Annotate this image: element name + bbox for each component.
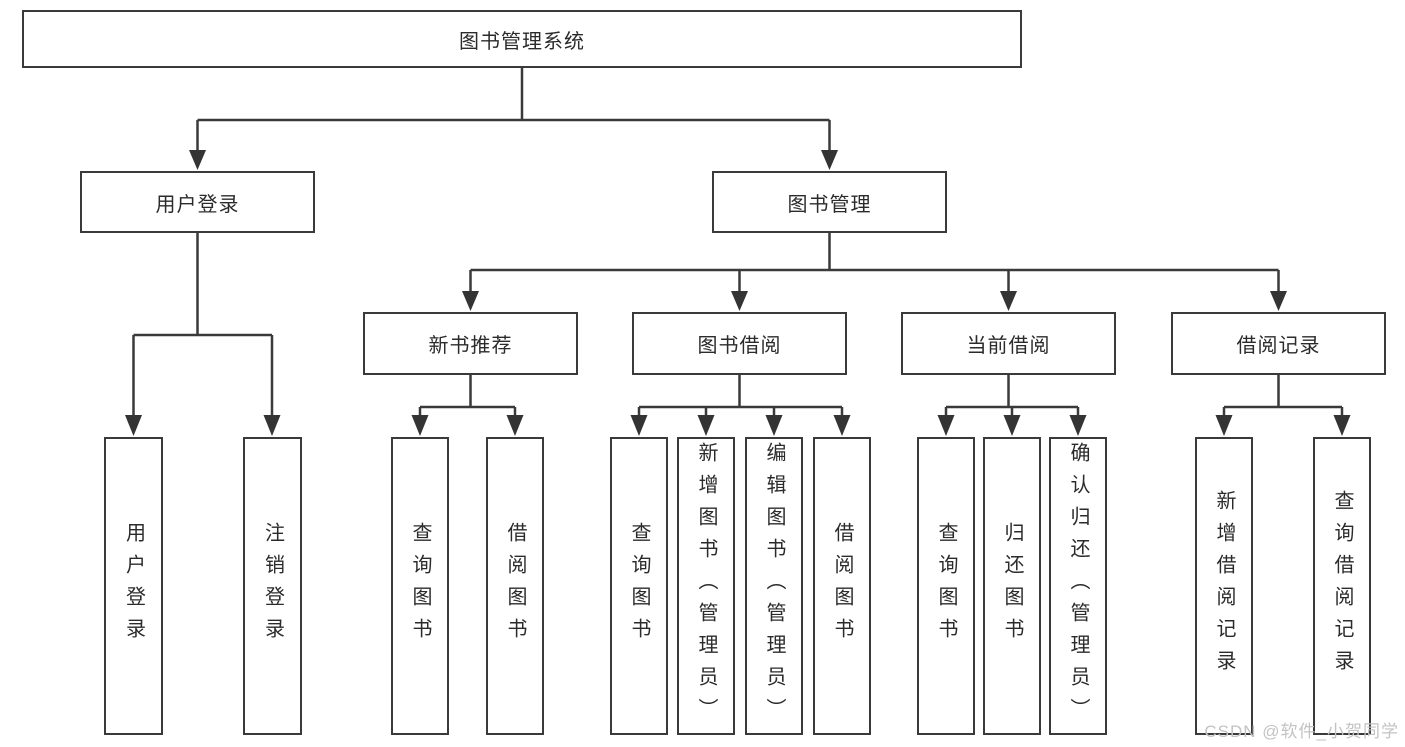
node-leaf-return-books-label: 归还图书	[1001, 522, 1023, 650]
arrow-down-icon	[731, 291, 748, 311]
node-leaf-user-login-label: 用户登录	[122, 522, 145, 650]
node-leaf-add-book-admin: 新增图书（管理员）	[677, 437, 735, 735]
node-leaf-confirm-return-admin-label: 确认归还（管理员）	[1067, 442, 1089, 730]
node-current-borrow-label: 当前借阅	[966, 335, 1051, 357]
arrow-down-icon	[833, 415, 851, 436]
node-user-login-label: 用户登录	[155, 193, 240, 216]
node-root-label: 图书管理系统	[459, 30, 585, 53]
arrow-down-icon	[462, 291, 479, 311]
connector-path	[132, 68, 1344, 419]
arrow-down-icon	[506, 415, 524, 436]
node-leaf-edit-book-admin: 编辑图书（管理员）	[745, 437, 803, 735]
node-root: 图书管理系统	[22, 10, 1022, 68]
node-user-login: 用户登录	[80, 171, 315, 233]
arrow-down-icon	[263, 415, 281, 436]
node-borrow-records-label: 借阅记录	[1236, 335, 1321, 357]
node-leaf-query-books-current: 查询图书	[917, 437, 975, 735]
watermark: CSDN @软件_小贺同学	[1204, 722, 1399, 741]
arrow-down-icon	[411, 415, 429, 436]
arrow-down-icon	[125, 415, 142, 436]
arrow-down-icon	[1270, 291, 1287, 311]
arrow-down-icon	[765, 415, 783, 436]
arrow-down-icon	[630, 415, 648, 436]
arrow-down-icon	[189, 150, 206, 170]
node-leaf-borrow-books-recommend: 借阅图书	[486, 437, 544, 735]
arrow-down-icon	[937, 415, 955, 436]
node-leaf-query-books-current-label: 查询图书	[935, 522, 957, 650]
node-leaf-logout-label: 注销登录	[261, 522, 284, 650]
node-leaf-borrow-books-borrow: 借阅图书	[813, 437, 871, 735]
arrow-down-icon	[1215, 415, 1233, 436]
node-leaf-query-borrow-record: 查询借阅记录	[1313, 437, 1371, 735]
arrowheads	[125, 150, 1351, 436]
node-new-book-recommend-label: 新书推荐	[428, 335, 513, 357]
node-leaf-return-books: 归还图书	[983, 437, 1041, 735]
node-current-borrow: 当前借阅	[901, 312, 1116, 375]
arrow-down-icon	[1333, 415, 1351, 436]
arrow-down-icon	[1069, 415, 1087, 436]
node-leaf-confirm-return-admin: 确认归还（管理员）	[1049, 437, 1107, 735]
node-leaf-borrow-books-borrow-label: 借阅图书	[831, 522, 853, 650]
arrow-down-icon	[1000, 291, 1017, 311]
node-leaf-user-login: 用户登录	[104, 437, 163, 735]
node-book-management: 图书管理	[712, 171, 947, 233]
node-leaf-query-books-recommend: 查询图书	[391, 437, 449, 735]
arrow-down-icon	[697, 415, 715, 436]
node-leaf-logout: 注销登录	[243, 437, 302, 735]
node-leaf-borrow-books-recommend-label: 借阅图书	[504, 522, 526, 650]
node-book-borrow: 图书借阅	[632, 312, 847, 375]
node-leaf-add-borrow-record: 新增借阅记录	[1195, 437, 1253, 735]
node-book-borrow-label: 图书借阅	[697, 335, 782, 357]
node-new-book-recommend: 新书推荐	[363, 312, 578, 375]
arrow-down-icon	[821, 150, 838, 170]
node-leaf-query-books-borrow-label: 查询图书	[628, 522, 650, 650]
arrow-down-icon	[1003, 415, 1021, 436]
node-leaf-add-book-admin-label: 新增图书（管理员）	[695, 442, 717, 730]
node-borrow-records: 借阅记录	[1171, 312, 1386, 375]
node-leaf-edit-book-admin-label: 编辑图书（管理员）	[763, 442, 785, 730]
node-leaf-query-books-recommend-label: 查询图书	[409, 522, 431, 650]
node-leaf-query-borrow-record-label: 查询借阅记录	[1331, 490, 1353, 682]
node-leaf-add-borrow-record-label: 新增借阅记录	[1213, 490, 1235, 682]
node-leaf-query-books-borrow: 查询图书	[610, 437, 668, 735]
node-book-management-label: 图书管理	[787, 193, 872, 216]
